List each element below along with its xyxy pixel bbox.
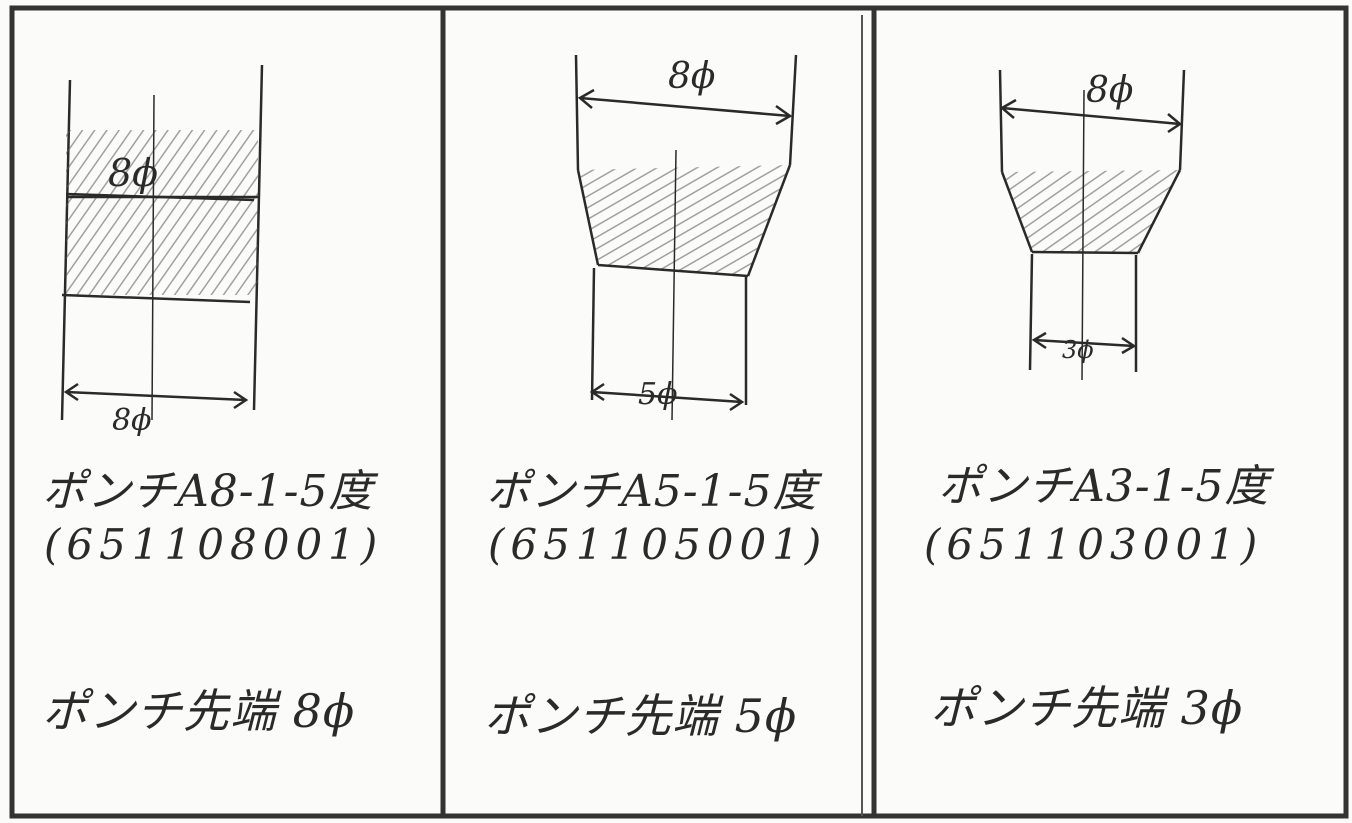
punch-tip-label: ポンチ先端 3ϕ: [930, 681, 1244, 735]
bottom-diameter-label: 3ϕ: [1062, 336, 1094, 364]
outer-border: [9, 5, 1349, 819]
bottom-diameter-label: 8ϕ: [112, 403, 152, 438]
top-diameter-label: 8ϕ: [668, 56, 715, 97]
punch-tip-label: ポンチ先端 5ϕ: [484, 689, 798, 743]
top-diameter-label: 8ϕ: [108, 151, 158, 195]
punch-drawing-a5: 8ϕ 5ϕ: [574, 54, 798, 421]
punch-name: ポンチA3-1-5度: [938, 461, 1270, 512]
punch-drawing-a3: 8ϕ 3ϕ: [998, 69, 1186, 381]
punch-panel-a8: 8ϕ 8ϕ ポンチA8-1-5度 (651108001) ポンチ先端 8ϕ: [14, 0, 442, 823]
punch-panel-a5: 8ϕ 5ϕ ポンチA5-1-5度 (651105001) ポンチ先端 5ϕ: [446, 0, 860, 823]
punch-code: (651103001): [924, 520, 1264, 569]
punch-code: (651105001): [488, 520, 828, 569]
punch-code: (651108001): [44, 520, 384, 569]
punch-drawing-a8: 8ϕ 8ϕ: [60, 64, 264, 438]
bottom-diameter-label: 5ϕ: [638, 377, 678, 412]
punch-tip-label: ポンチ先端 8ϕ: [42, 684, 356, 738]
punch-panel-a3: 8ϕ 3ϕ ポンチA3-1-5度 (651103001) ポンチ先端 3ϕ: [878, 0, 1342, 823]
punch-name: ポンチA8-1-5度: [42, 466, 374, 517]
punch-name: ポンチA5-1-5度: [486, 466, 818, 517]
top-diameter-label: 8ϕ: [1086, 70, 1133, 111]
